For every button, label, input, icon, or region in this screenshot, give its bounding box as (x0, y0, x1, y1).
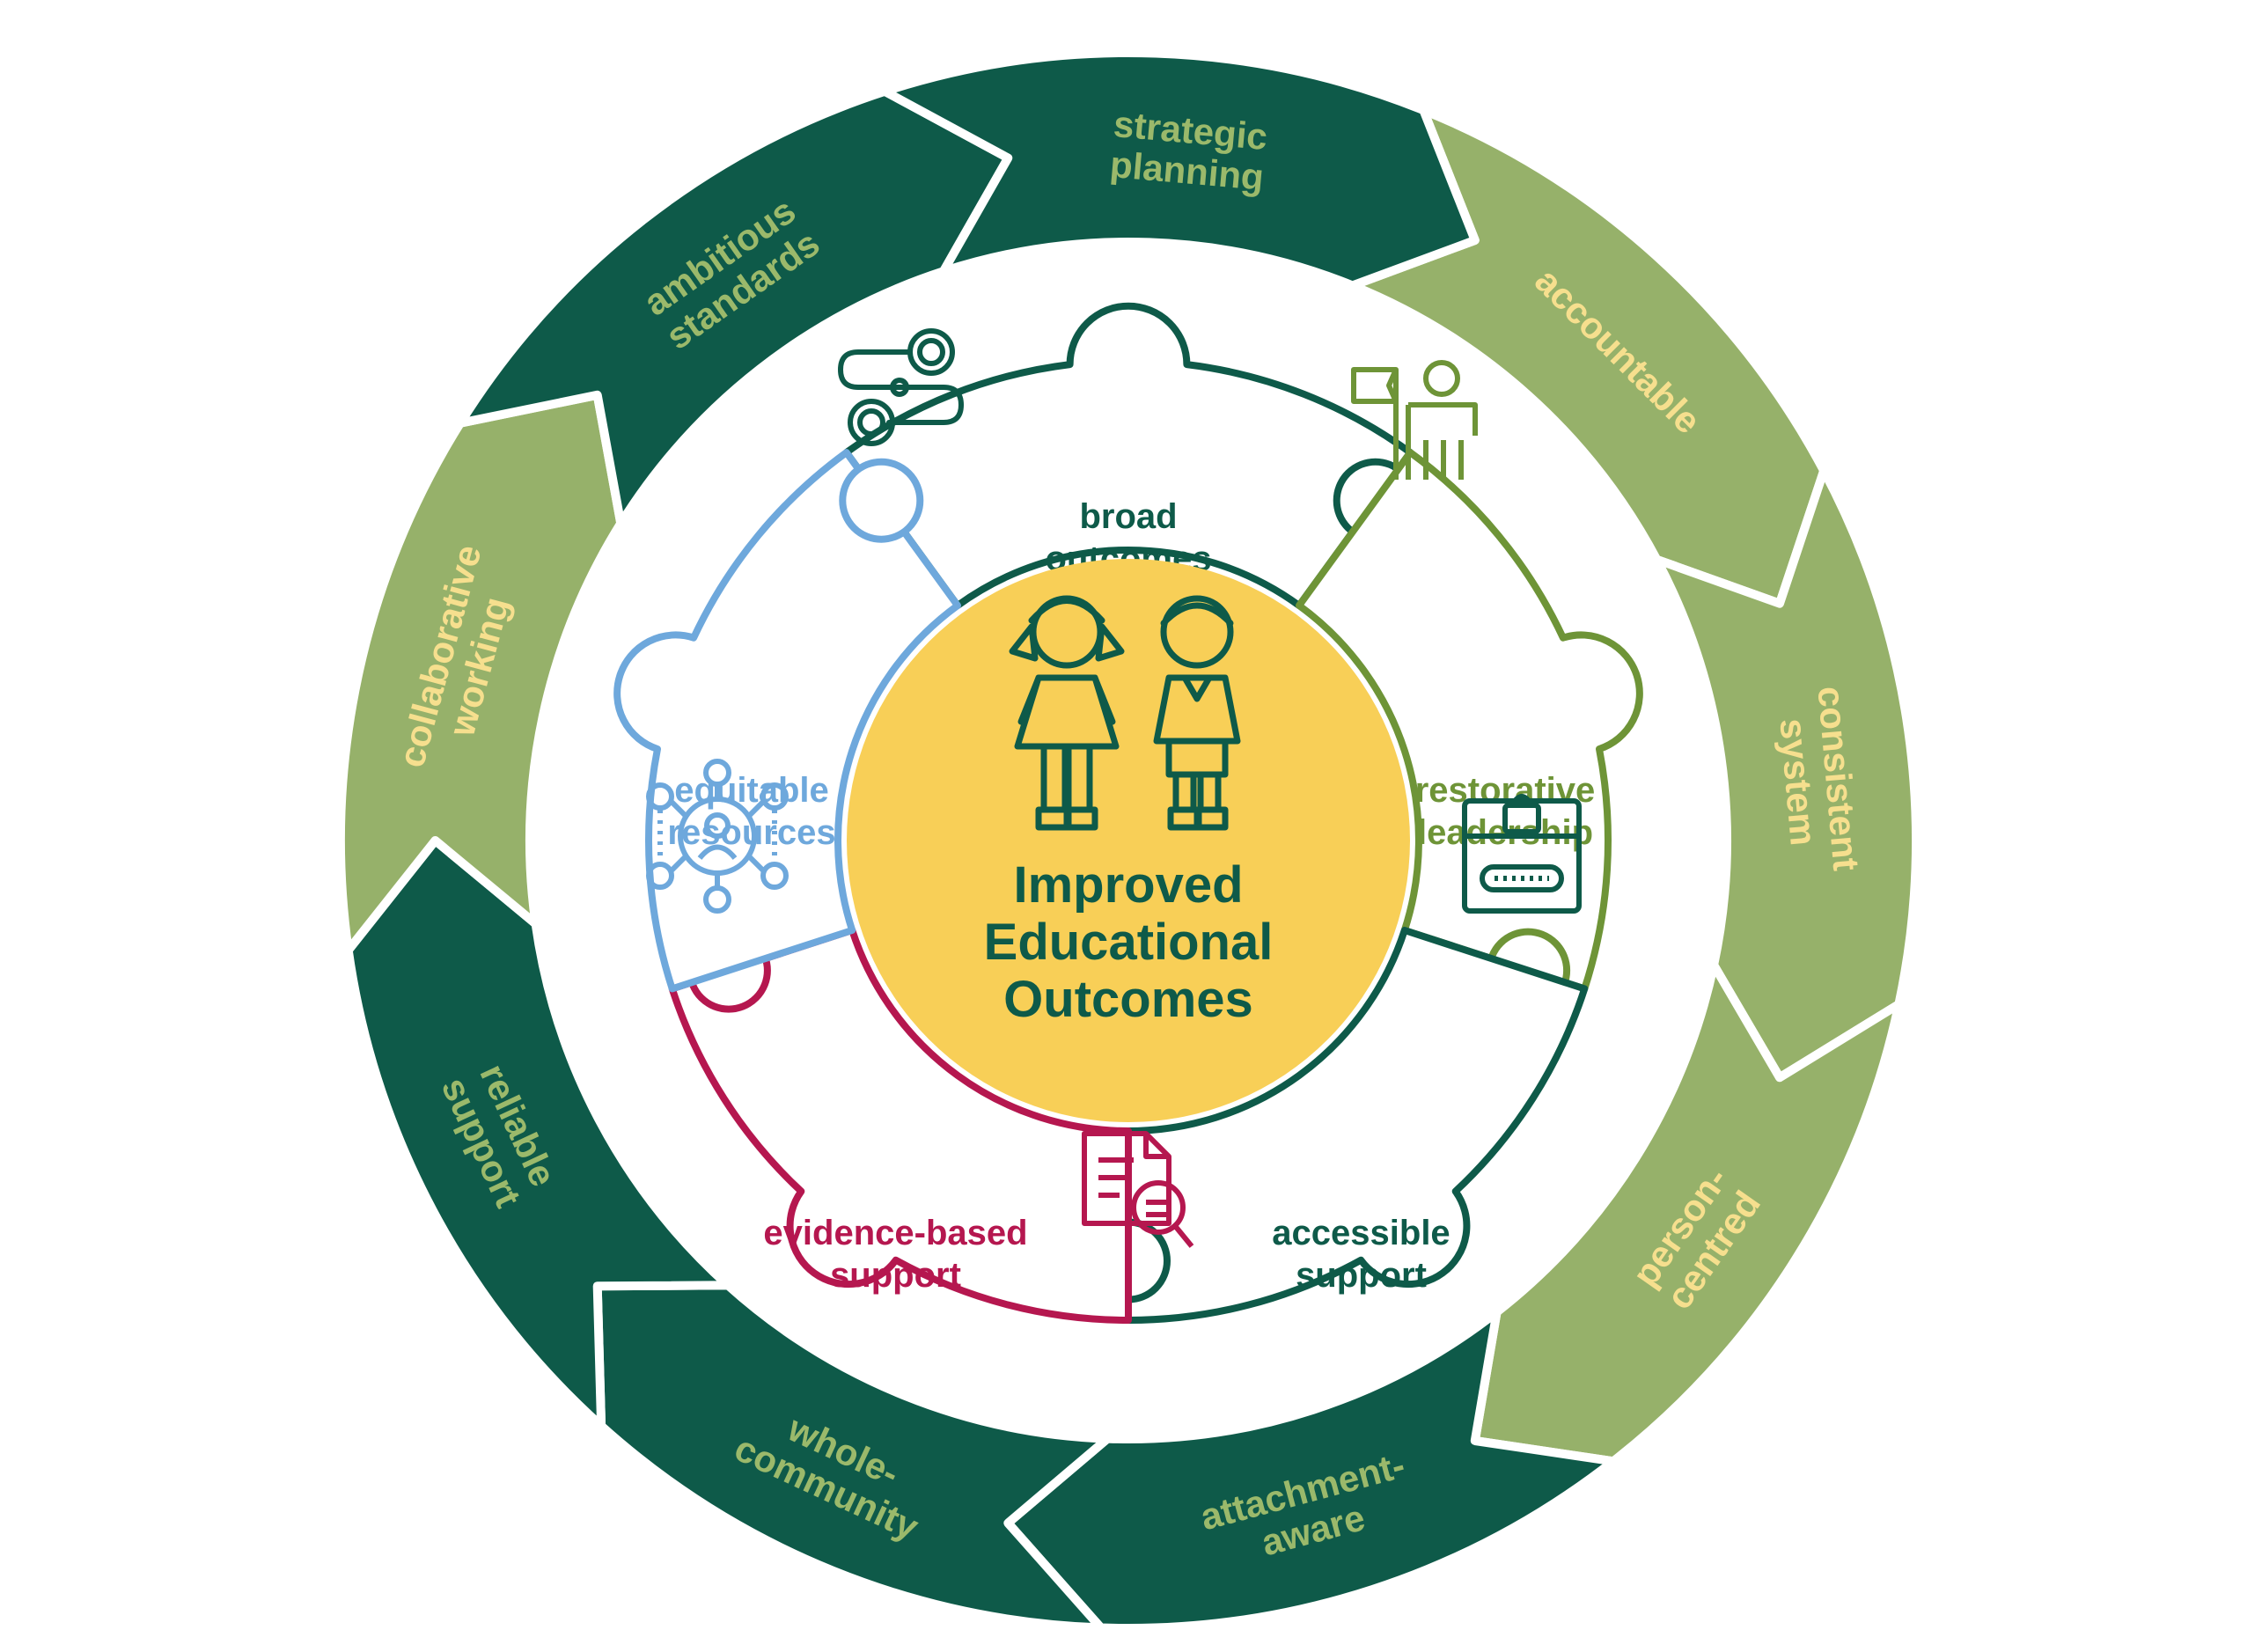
secure-login-icon (1462, 794, 1582, 914)
puzzle-piece (668, 927, 1132, 1324)
document-search-icon (1082, 1131, 1194, 1248)
children-icon (1009, 595, 1241, 831)
outer-ring: accountableconsistentsystemperson-centre… (335, 48, 1920, 1634)
puzzle-knob (839, 458, 924, 543)
piece-label-line: support (1296, 1256, 1427, 1295)
path-route-icon (837, 328, 965, 446)
piece-label-line: evidence-based (763, 1214, 1027, 1252)
puzzle-piece (1296, 449, 1643, 993)
center-circle (847, 559, 1410, 1122)
piece-label-line: accessible (1272, 1214, 1450, 1252)
center-label-line-2: Educational (984, 914, 1274, 971)
person-with-flag-icon (1351, 360, 1478, 480)
center-label-line-3: Outcomes (1003, 971, 1253, 1028)
puzzle-piece (1125, 927, 1589, 1324)
network-person-icon (646, 759, 789, 914)
ring-segment (880, 48, 1480, 290)
piece-label-line: support (830, 1256, 961, 1295)
puzzle-piece (842, 302, 1414, 609)
piece-label-line: broad (1079, 497, 1177, 536)
center-label-line-1: Improved (1013, 856, 1243, 914)
center-hub: Improved Educational Outcomes (847, 559, 1410, 1122)
